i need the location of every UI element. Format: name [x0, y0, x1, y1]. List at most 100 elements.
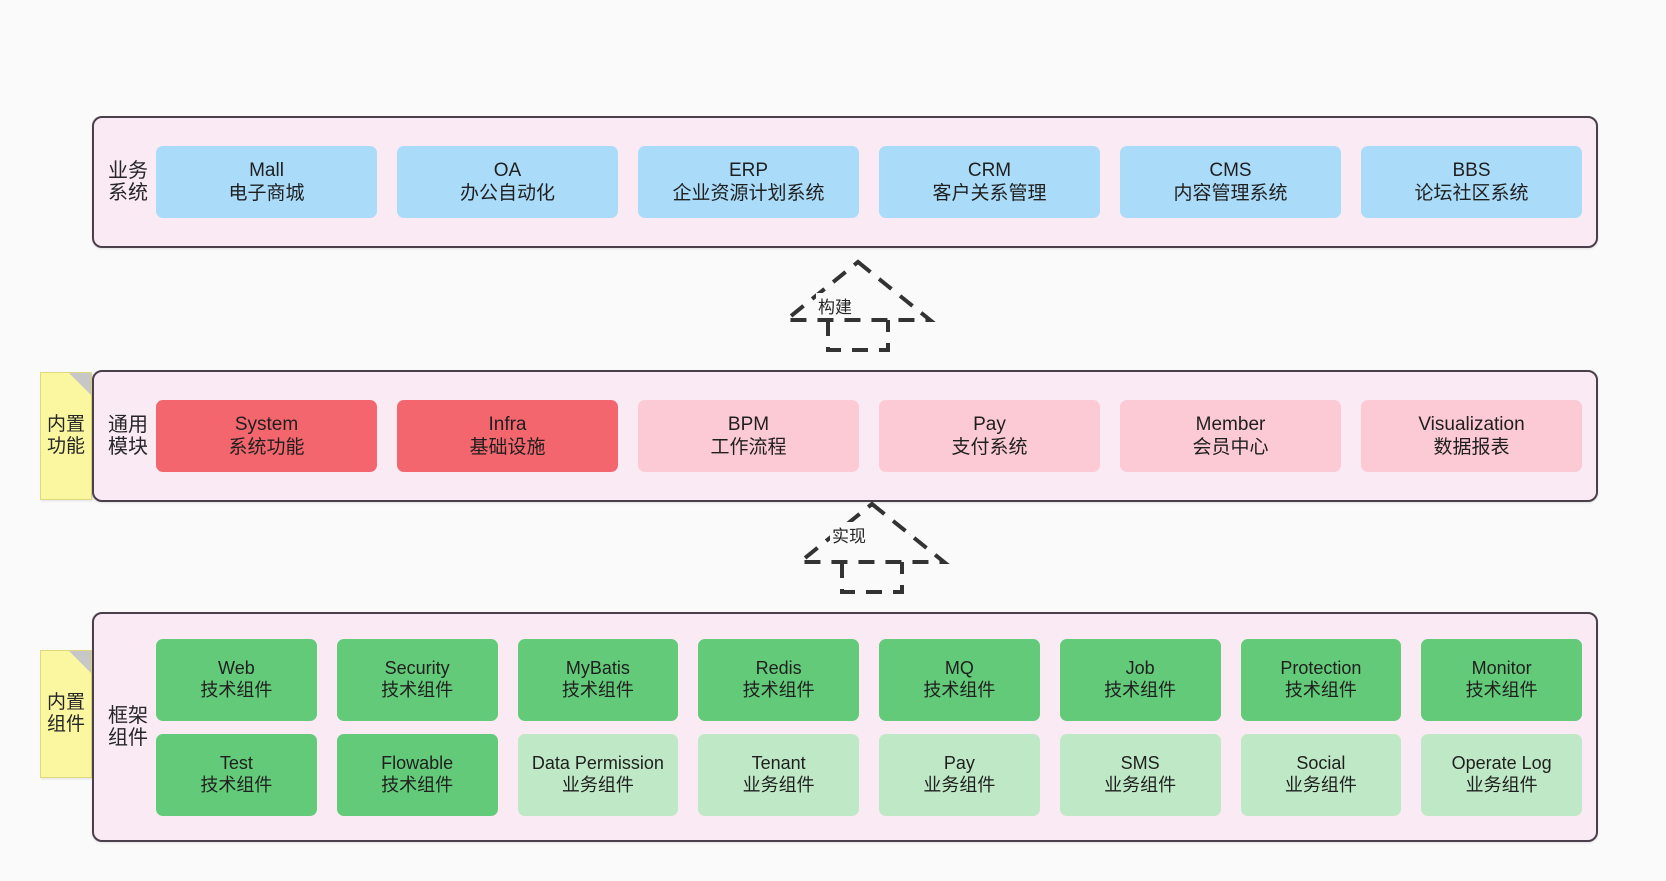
module-name: ERP: [728, 159, 769, 181]
component-name: Security: [384, 657, 450, 678]
module-box-member[interactable]: Member 会员中心: [1120, 400, 1341, 472]
module-desc: 电子商城: [228, 183, 305, 204]
module-name: CMS: [1209, 159, 1252, 181]
component-box-test[interactable]: Test 技术组件: [156, 733, 317, 816]
component-box-web[interactable]: Web 技术组件: [156, 638, 317, 721]
module-desc: 工作流程: [710, 437, 787, 458]
component-desc: 业务组件: [1465, 774, 1538, 795]
module-name: Mall: [249, 159, 284, 181]
layer-body-business-system: Mall 电子商城 OA 办公自动化 ERP 企业资源计划系统 CRM 客户关系…: [150, 146, 1596, 218]
module-desc: 客户关系管理: [932, 183, 1047, 204]
module-desc: 企业资源计划系统: [672, 183, 825, 204]
component-desc: 技术组件: [381, 679, 454, 700]
module-name: Visualization: [1418, 413, 1525, 435]
component-box-social[interactable]: Social 业务组件: [1240, 733, 1402, 816]
component-desc: 业务组件: [1284, 774, 1357, 795]
component-desc: 技术组件: [381, 774, 454, 795]
module-box-visualization[interactable]: Visualization 数据报表: [1361, 400, 1582, 472]
component-name: SMS: [1120, 752, 1160, 773]
component-name: Tenant: [751, 752, 806, 773]
component-name: Flowable: [381, 752, 454, 773]
module-box-erp[interactable]: ERP 企业资源计划系统: [638, 146, 859, 218]
component-desc: 技术组件: [561, 679, 634, 700]
module-name: CRM: [967, 159, 1012, 181]
module-box-infra[interactable]: Infra 基础设施: [397, 400, 618, 472]
component-desc: 技术组件: [923, 679, 996, 700]
component-name: Pay: [943, 752, 975, 773]
component-name: Social: [1296, 752, 1346, 773]
layer-common-module[interactable]: 通用模块 System 系统功能 Infra 基础设施 BPM 工作流程 Pay…: [92, 370, 1598, 502]
sticky-note-builtin-function[interactable]: 内置功能: [40, 372, 92, 500]
module-box-pay[interactable]: Pay 支付系统: [879, 400, 1100, 472]
component-box-mybatis[interactable]: MyBatis 技术组件: [517, 638, 679, 721]
module-name: BPM: [727, 413, 770, 435]
module-desc: 数据报表: [1433, 437, 1510, 458]
module-box-cms[interactable]: CMS 内容管理系统: [1120, 146, 1341, 218]
module-box-oa[interactable]: OA 办公自动化: [397, 146, 618, 218]
module-box-crm[interactable]: CRM 客户关系管理: [879, 146, 1100, 218]
module-box-bpm[interactable]: BPM 工作流程: [638, 400, 859, 472]
layer-title-business-system: 业务系统: [108, 159, 148, 204]
layer-body-framework-component: Web 技术组件 Security 技术组件 MyBatis 技术组件 Redi…: [150, 638, 1596, 816]
component-name: Operate Log: [1451, 752, 1552, 773]
module-name: Member: [1195, 413, 1266, 435]
component-name: Redis: [755, 657, 802, 678]
component-desc: 技术组件: [1104, 679, 1177, 700]
layer-row: Mall 电子商城 OA 办公自动化 ERP 企业资源计划系统 CRM 客户关系…: [156, 146, 1582, 218]
component-desc: 技术组件: [1465, 679, 1538, 700]
layer-framework-component[interactable]: 框架组件 Web 技术组件 Security 技术组件 MyBatis 技术组件…: [92, 612, 1598, 842]
component-desc: 技术组件: [742, 679, 815, 700]
component-desc: 技术组件: [1284, 679, 1357, 700]
module-name: System: [234, 413, 299, 435]
module-desc: 内容管理系统: [1173, 183, 1288, 204]
component-box-security[interactable]: Security 技术组件: [336, 638, 498, 721]
component-box-protection[interactable]: Protection 技术组件: [1240, 638, 1402, 721]
component-name: Monitor: [1471, 657, 1532, 678]
module-box-bbs[interactable]: BBS 论坛社区系统: [1361, 146, 1582, 218]
component-box-sms[interactable]: SMS 业务组件: [1059, 733, 1221, 816]
layer-row: Web 技术组件 Security 技术组件 MyBatis 技术组件 Redi…: [156, 638, 1582, 721]
sticky-note-builtin-component[interactable]: 内置组件: [40, 650, 92, 778]
module-box-mall[interactable]: Mall 电子商城: [156, 146, 377, 218]
connector-implement-arrow: [792, 500, 952, 596]
component-desc: 技术组件: [200, 774, 273, 795]
module-desc: 论坛社区系统: [1414, 183, 1529, 204]
component-box-operate-log[interactable]: Operate Log 业务组件: [1421, 733, 1582, 816]
component-box-tenant[interactable]: Tenant 业务组件: [698, 733, 859, 816]
component-name: Web: [218, 657, 255, 678]
component-box-job[interactable]: Job 技术组件: [1059, 638, 1221, 721]
module-name: Pay: [973, 413, 1006, 435]
component-name: Test: [219, 752, 253, 773]
component-box-mq[interactable]: MQ 技术组件: [879, 638, 1040, 721]
sticky-note-label: 内置组件: [46, 692, 85, 735]
component-box-redis[interactable]: Redis 技术组件: [698, 638, 859, 721]
component-desc: 业务组件: [561, 774, 634, 795]
module-name: OA: [493, 159, 522, 181]
module-desc: 基础设施: [469, 437, 546, 458]
component-desc: 业务组件: [923, 774, 996, 795]
layer-title-common-module: 通用模块: [108, 413, 148, 458]
sticky-note-label: 内置功能: [46, 414, 85, 457]
layer-row: System 系统功能 Infra 基础设施 BPM 工作流程 Pay 支付系统…: [156, 400, 1582, 472]
component-name: MyBatis: [565, 657, 630, 678]
layer-body-common-module: System 系统功能 Infra 基础设施 BPM 工作流程 Pay 支付系统…: [150, 400, 1596, 472]
component-box-pay[interactable]: Pay 业务组件: [879, 733, 1040, 816]
module-box-system[interactable]: System 系统功能: [156, 400, 377, 472]
component-box-monitor[interactable]: Monitor 技术组件: [1421, 638, 1582, 721]
connector-implement-label: 实现: [830, 522, 868, 547]
component-box-data-permission[interactable]: Data Permission 业务组件: [517, 733, 679, 816]
component-name: Data Permission: [531, 752, 664, 773]
module-desc: 系统功能: [228, 437, 305, 458]
connector-build-arrow: [778, 258, 938, 354]
component-desc: 技术组件: [200, 679, 273, 700]
layer-business-system[interactable]: 业务系统 Mall 电子商城 OA 办公自动化 ERP 企业资源计划系统 CRM…: [92, 116, 1598, 248]
component-box-flowable[interactable]: Flowable 技术组件: [336, 733, 498, 816]
layer-title-framework-component: 框架组件: [108, 704, 148, 749]
module-desc: 支付系统: [951, 437, 1028, 458]
component-desc: 业务组件: [742, 774, 815, 795]
component-name: MQ: [944, 657, 974, 678]
component-name: Job: [1125, 657, 1155, 678]
module-desc: 会员中心: [1192, 437, 1269, 458]
module-name: Infra: [488, 413, 527, 435]
